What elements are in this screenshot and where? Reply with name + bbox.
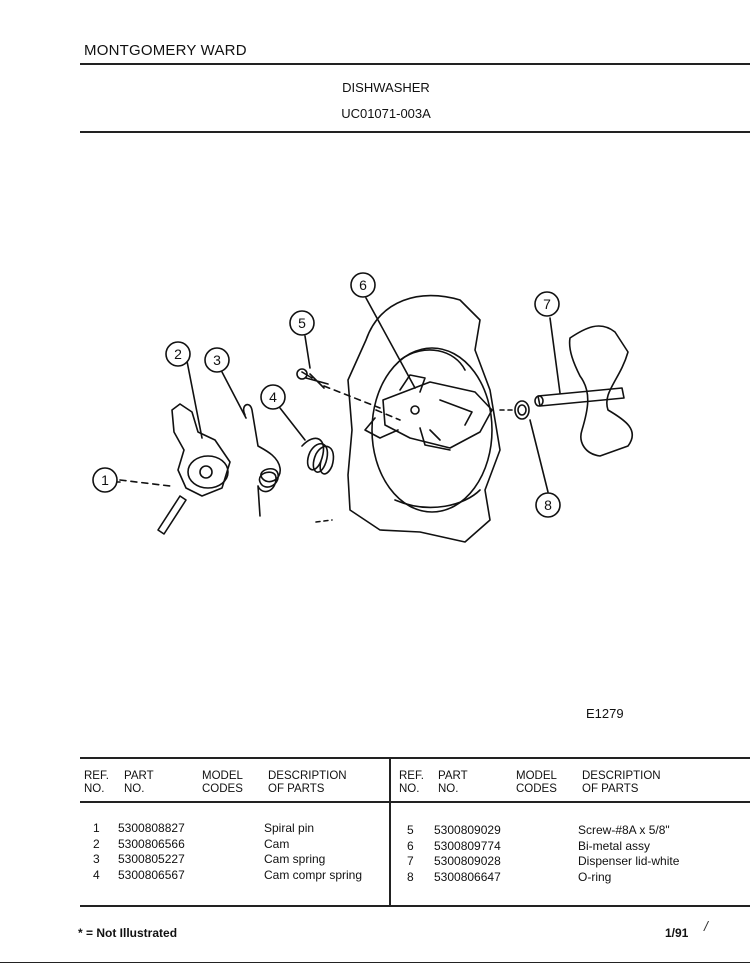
table-cell: Spiral pin [264, 821, 315, 835]
callout-7: 7 [534, 291, 560, 317]
svg-text:5: 5 [298, 315, 306, 331]
header-rule-top [80, 63, 750, 65]
exploded-parts-diagram: 1 2 3 4 5 6 7 8 [92, 272, 634, 543]
svg-text:1: 1 [101, 472, 109, 488]
table-divider [389, 757, 391, 905]
svg-text:7: 7 [543, 296, 551, 312]
header-ref-right: REF.NO. [399, 770, 424, 795]
brand-name: MONTGOMERY WARD [84, 42, 247, 59]
callout-8: 8 [535, 492, 561, 518]
svg-text:3: 3 [213, 352, 221, 368]
cam [171, 403, 231, 497]
table-cell: 5300808827 [118, 821, 185, 835]
table-cell: 5 [407, 823, 414, 837]
spiral-pin [157, 495, 187, 535]
cam-compression-spring [301, 437, 335, 475]
table-cell: Cam spring [264, 852, 326, 866]
callout-6: 6 [350, 272, 376, 298]
table-rule-bottom [80, 905, 750, 907]
right-desc-column: Screw-#8A x 5/8" Bi-metal assy Dispenser… [578, 823, 679, 885]
table-cell: Screw-#8A x 5/8" [578, 823, 670, 837]
table-cell: 5300805227 [118, 852, 185, 866]
table-cell: 2 [93, 836, 100, 851]
table-rule-header [80, 801, 750, 803]
table-cell: Bi-metal assy [578, 838, 651, 853]
left-part-column: 5300808827 5300806566 5300805227 5300806… [118, 821, 185, 883]
handwritten-mark: / [704, 918, 708, 934]
table-cell: 7 [407, 854, 414, 868]
dispenser-lid [568, 325, 634, 457]
o-ring [514, 400, 530, 420]
table-cell: O-ring [578, 869, 612, 884]
left-ref-column: 1 2 3 4 [93, 821, 113, 883]
table-cell: 5300809029 [434, 823, 501, 837]
table-cell: Dispenser lid-white [578, 854, 680, 868]
figure-id: E1279 [586, 706, 624, 721]
callout-1: 1 [92, 467, 118, 493]
table-cell: 3 [93, 852, 100, 866]
svg-text:6: 6 [359, 277, 367, 293]
table-cell: 5300809028 [434, 854, 501, 868]
svg-text:4: 4 [269, 389, 277, 405]
model-number: UC01071-003A [341, 106, 431, 121]
table-cell: 1 [93, 821, 100, 835]
svg-text:8: 8 [544, 497, 552, 513]
table-cell: Cam compr spring [264, 867, 363, 882]
callout-2: 2 [165, 341, 191, 367]
right-ref-column: 5 6 7 8 [407, 823, 427, 885]
table-cell: 5300806566 [118, 836, 185, 851]
not-illustrated-note: * = Not Illustrated [78, 926, 178, 940]
callout-3: 3 [204, 347, 230, 373]
dispenser-panel [347, 294, 501, 543]
callout-5: 5 [289, 310, 315, 336]
table-cell: 8 [407, 869, 414, 884]
right-part-column: 5300809029 5300809774 5300809028 5300806… [434, 823, 501, 885]
table-cell: 6 [407, 838, 414, 853]
callout-4: 4 [260, 384, 286, 410]
cam-spring [242, 403, 281, 517]
left-desc-column: Spiral pin Cam Cam spring Cam compr spri… [264, 821, 362, 883]
table-rule-top [80, 757, 750, 759]
table-cell: 5300809774 [434, 838, 501, 853]
bi-metal-assy [382, 381, 493, 449]
header-ref: REF.NO. [84, 770, 109, 795]
header-rule-bottom [80, 131, 750, 133]
svg-text:2: 2 [174, 346, 182, 362]
revision-date: 1/91 [665, 926, 689, 940]
table-cell: 4 [93, 867, 100, 882]
dispenser-lid-shaft [537, 387, 625, 407]
page-title: DISHWASHER [342, 80, 430, 95]
footer-rule [0, 962, 750, 963]
table-cell: Cam [264, 836, 290, 851]
table-cell: 5300806567 [118, 867, 185, 882]
table-cell: 5300806647 [434, 869, 501, 884]
